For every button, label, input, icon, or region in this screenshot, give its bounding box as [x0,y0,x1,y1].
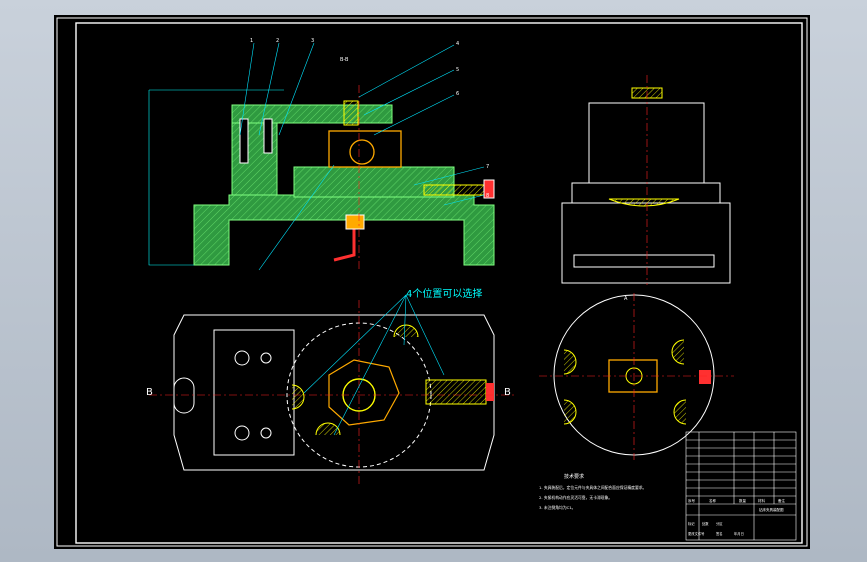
cad-drawing-canvas[interactable]: B-B 1 2 3 4 5 6 7 8 [54,15,810,549]
tb-footer-5: 签名 [716,531,723,536]
svg-text:7: 7 [486,164,489,170]
plan-base-outline [173,314,495,471]
screw-right [263,118,273,154]
detail-knob [699,370,711,384]
detail-slot-2 [671,339,685,365]
tech-line-2: 2. 夹紧机构动作应灵活可靠，无卡滞现象。 [539,495,612,500]
drill-bushing [343,100,359,126]
lever-handle [333,225,356,262]
index-slot-1 [291,384,305,410]
tb-footer-6: 年月日 [734,531,744,536]
svg-text:4: 4 [456,41,459,47]
section-title: B-B [340,57,349,63]
positions-note: 4个位置可以选择 [406,287,482,300]
plan-left-column [213,329,295,456]
screw-left [239,118,249,164]
detail-block [608,359,658,393]
svg-text:1: 1 [250,38,253,44]
title-block[interactable]: 序号 名称 数量 材料 备注 钻床夹具装配图 标记 处数 分区 更改文件号 签名… [685,431,797,541]
index-slot-3 [393,324,419,338]
lever-hub [345,214,365,230]
left-slot [173,377,195,414]
leader-lines [239,42,485,271]
drill-plate [231,104,393,124]
plan-screw-1 [234,350,250,366]
fixture-base [193,194,495,266]
side-foot-strip [573,254,715,268]
position-note-leaders [303,294,445,436]
workpiece-bore [349,139,375,165]
tb-header-3: 数量 [739,498,747,503]
side-upper-block [588,102,705,184]
tb-header-4: 材料 [758,498,766,503]
tb-header-1: 序号 [688,498,696,503]
svg-text:3: 3 [311,38,314,44]
tb-footer-4: 更改文件号 [688,531,705,536]
tb-header-2: 名称 [709,498,717,503]
svg-text:5: 5 [456,67,459,73]
plan-screw-3 [234,425,250,441]
svg-text:6: 6 [456,91,459,97]
tb-footer-1: 标记 [688,521,695,526]
leader-numbers: 1 2 3 4 5 6 7 8 [250,38,489,199]
front-section-view[interactable]: B-B [148,57,495,270]
detail-slot-4 [673,399,687,425]
tb-drawing-name: 钻床夹具装配图 [759,507,784,512]
side-base [561,202,731,284]
index-slot-2 [315,422,341,436]
detail-view[interactable]: A [539,293,734,460]
tb-footer-2: 处数 [702,521,709,526]
svg-text:8: 8 [486,193,489,199]
height-dimension [148,90,194,266]
tb-header-5: 备注 [778,498,786,503]
plan-screw-4 [260,427,272,439]
section-left-label: B [146,387,153,398]
tech-line-3: 3. 未注倒角均为C1。 [539,505,575,510]
inner-frame [75,22,803,544]
tb-footer-3: 分区 [716,521,723,526]
cad-viewport[interactable]: B-B 1 2 3 4 5 6 7 8 [54,15,810,549]
side-hatch [608,198,680,207]
locating-plate [328,359,400,426]
side-view[interactable] [561,75,731,285]
detail-label: A [624,296,628,302]
clamp-screw [423,184,485,196]
clamp-knob [483,179,495,199]
workpiece [328,130,402,168]
tech-line-1: 1. 夹具装配后，定位元件与夹具体之间配合面应保证精度要求。 [539,485,646,490]
plan-screw-2 [260,352,272,364]
plan-view[interactable]: B B [146,300,514,485]
plan-clamp-knob [486,383,494,401]
tech-title: 技术要求 [564,473,584,480]
svg-text:2: 2 [276,38,279,44]
outer-frame [56,17,808,547]
plan-clamp-assembly [425,379,487,405]
technical-requirements: 技术要求 1. 夹具装配后，定位元件与夹具体之间配合面应保证精度要求。 2. 夹… [539,473,646,510]
detail-slot-1 [563,349,577,375]
section-right-label: B [504,387,511,398]
detail-slot-3 [563,399,577,425]
